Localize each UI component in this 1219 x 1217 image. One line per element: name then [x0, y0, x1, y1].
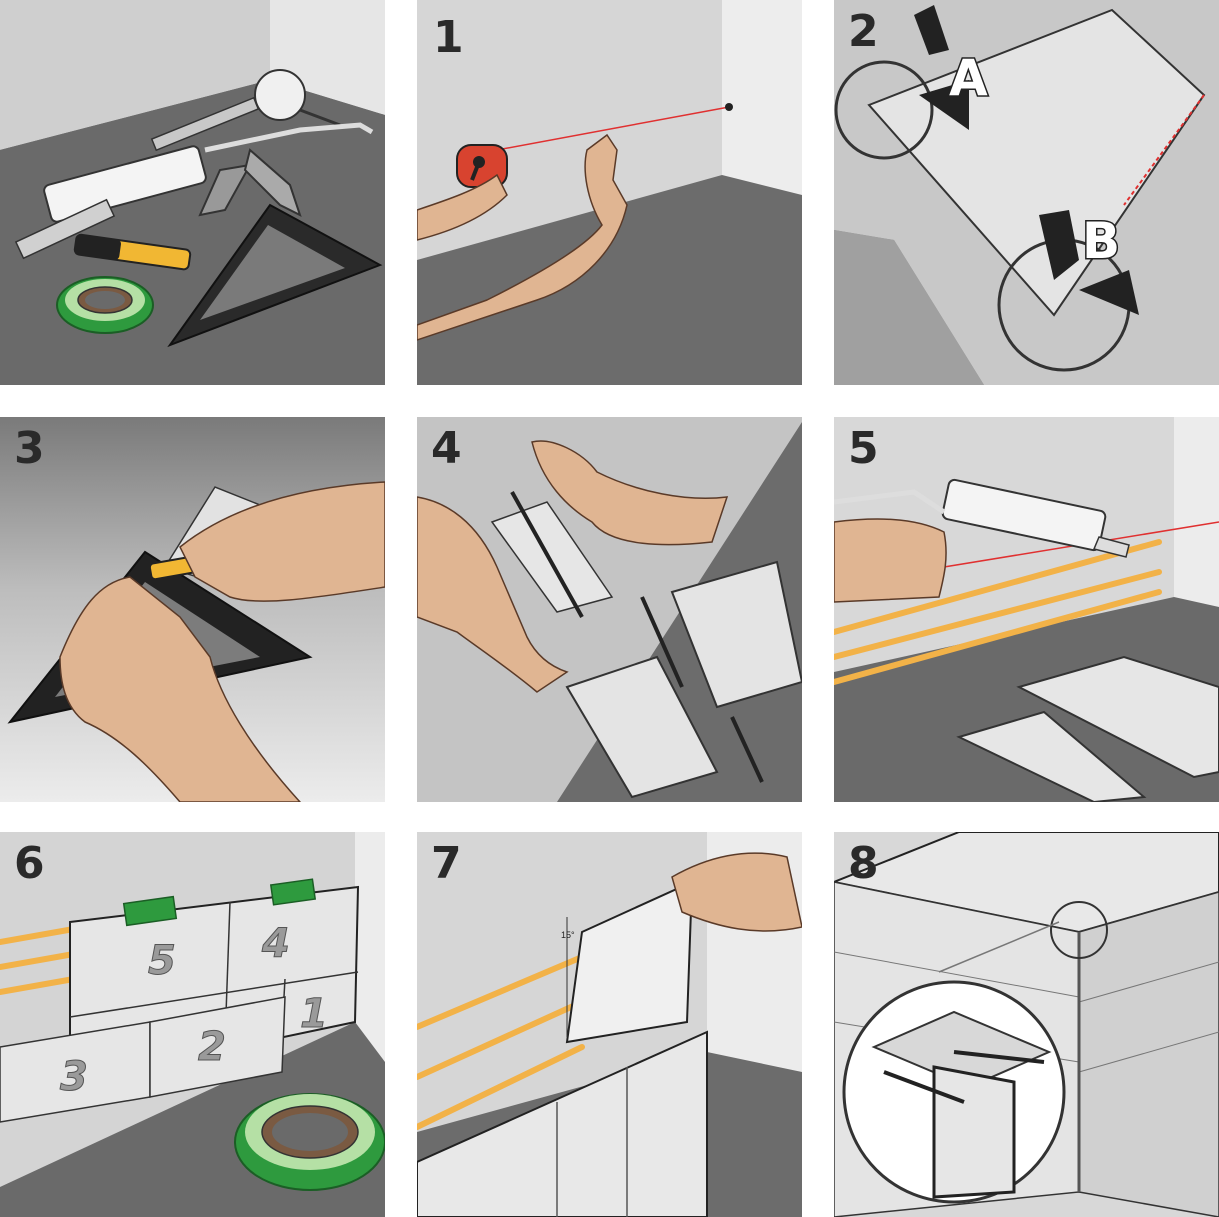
panel-marking: 4 — [417, 417, 802, 802]
panel-corner-detail: 8 — [834, 832, 1219, 1217]
corner-detail-illustration: 8 — [834, 832, 1219, 1217]
step-number-3: 3 — [14, 423, 45, 474]
marking-illustration: 4 — [417, 417, 802, 802]
panel-adhesive: 5 — [834, 417, 1219, 802]
panel-install-order: 5 4 3 2 1 6 — [0, 832, 385, 1217]
masking-tape-icon — [235, 1094, 385, 1190]
adhesive-illustration: 5 — [834, 417, 1219, 802]
panel-alignment: A B 2 — [834, 0, 1219, 385]
step-number-5: 5 — [848, 423, 879, 474]
step-number-2: 2 — [848, 6, 879, 57]
tile-number: 3 — [60, 1054, 88, 1100]
step-number-4: 4 — [431, 423, 462, 474]
step-number-7: 7 — [431, 838, 462, 889]
step-number-1: 1 — [433, 12, 464, 63]
step-number-6: 6 — [14, 838, 45, 889]
tile-number: 2 — [198, 1024, 226, 1070]
chalk-line-illustration: 1 — [417, 0, 802, 385]
install-order-illustration: 5 4 3 2 1 6 — [0, 832, 385, 1217]
panel-tools — [0, 0, 385, 385]
callout-b: B — [1082, 212, 1120, 270]
panel-press: 15° 7 — [417, 832, 802, 1217]
callout-a: A — [949, 49, 988, 107]
masking-tape-icon — [57, 277, 153, 333]
cutting-illustration: 3 — [0, 417, 385, 802]
tile-number: 1 — [300, 991, 328, 1037]
angle-label: 15° — [561, 930, 575, 940]
tools-illustration — [0, 0, 385, 385]
press-panel-illustration: 15° 7 — [417, 832, 802, 1217]
step-number-8: 8 — [848, 838, 879, 889]
panel-cutting: 3 — [0, 417, 385, 802]
hand-gun — [834, 519, 946, 602]
corner-trim-detail — [934, 1067, 1014, 1197]
tile-number: 4 — [261, 921, 290, 967]
tile-number: 5 — [148, 938, 176, 984]
alignment-illustration: A B 2 — [834, 0, 1219, 385]
panel-chalk-line: 1 — [417, 0, 802, 385]
